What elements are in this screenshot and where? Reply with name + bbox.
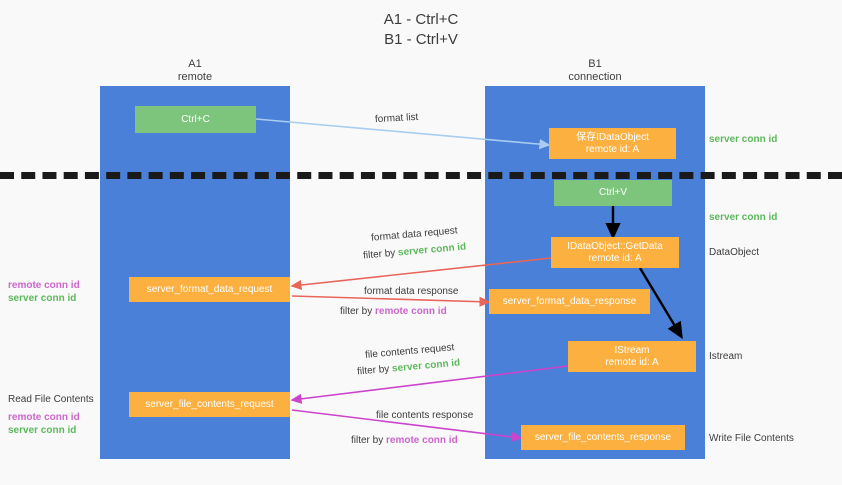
node-istream-line1: IStream [614,344,650,356]
node-server-format-data-request[interactable]: server_format_data_request [129,277,290,302]
node-istream[interactable]: IStream remote id: A [568,341,696,372]
edge-label-file-contents-response: file contents response [376,410,474,421]
node-ctrl-v[interactable]: Ctrl+V [554,180,672,206]
right-label-dataobject: DataObject [709,247,760,258]
filter-by-text: filter by [362,247,396,262]
left-label-read-file-contents: Read File Contents [8,394,94,405]
node-save-idataobject-line2: remote id: A [585,143,640,155]
edge-label-format-list: format list [374,111,419,126]
edge-label-format-data-response-filter: filter by remote conn id [340,305,447,318]
left-label-server-conn-id-top: server conn id [8,293,77,304]
left-label-server-conn-id-bottom: server conn id [8,425,77,436]
node-save-idataobject[interactable]: 保存IDataObject remote id: A [549,128,676,159]
node-server-file-contents-response[interactable]: server_file_contents_response [521,425,685,450]
server-conn-id-text-2: server conn id [391,357,461,375]
node-idataobject-getdata[interactable]: IDataObject::GetData remote id: A [551,237,679,268]
filter-by-text-2: filter by [340,306,373,317]
node-ctrl-c-label: Ctrl+C [181,113,210,125]
node-ctrl-c[interactable]: Ctrl+C [135,106,256,133]
edge-label-format-data-response: format data response [364,286,459,297]
node-save-idataobject-line1: 保存IDataObject [576,131,649,143]
node-server-file-contents-request-label: server_file_contents_request [145,398,274,410]
server-conn-id-text: server conn id [397,241,467,259]
remote-conn-id-text-2: remote conn id [386,435,458,446]
left-label-group-top: remote conn id server conn id [8,279,80,305]
left-label-remote-conn-id-bottom: remote conn id [8,412,80,423]
right-label-istream: Istream [709,351,743,362]
left-label-group-bottom: remote conn id server conn id [8,411,80,437]
right-label-write-file-contents: Write File Contents [709,433,794,444]
right-label-server-conn-id-mid: server conn id [709,212,778,223]
lane-header-a1: A1 remote [177,58,213,83]
filter-by-text-3: filter by [356,363,390,378]
edge-label-file-contents-response-filter: filter by remote conn id [351,434,458,447]
node-server-file-contents-response-label: server_file_contents_response [534,431,672,443]
filter-by-text-4: filter by [351,435,384,446]
right-label-server-conn-id-top: server conn id [709,134,778,145]
node-server-format-data-response[interactable]: server_format_data_response [489,289,650,314]
node-ctrl-v-label: Ctrl+V [598,187,628,198]
page-title: A1 - Ctrl+C B1 - Ctrl+V [383,11,459,48]
lane-header-b1: B1 connection [568,58,622,83]
node-istream-line2: remote id: A [605,356,659,368]
node-server-format-data-response-label: server_format_data_response [502,295,637,307]
left-label-remote-conn-id-top: remote conn id [8,280,80,291]
remote-conn-id-text: remote conn id [375,306,447,317]
node-server-format-data-request-label: server_format_data_request [146,283,273,295]
node-server-file-contents-request[interactable]: server_file_contents_request [129,392,290,417]
node-idataobject-getdata-line1: IDataObject::GetData [567,240,663,252]
node-idataobject-getdata-line2: remote id: A [588,252,642,264]
phase-divider [0,172,842,179]
